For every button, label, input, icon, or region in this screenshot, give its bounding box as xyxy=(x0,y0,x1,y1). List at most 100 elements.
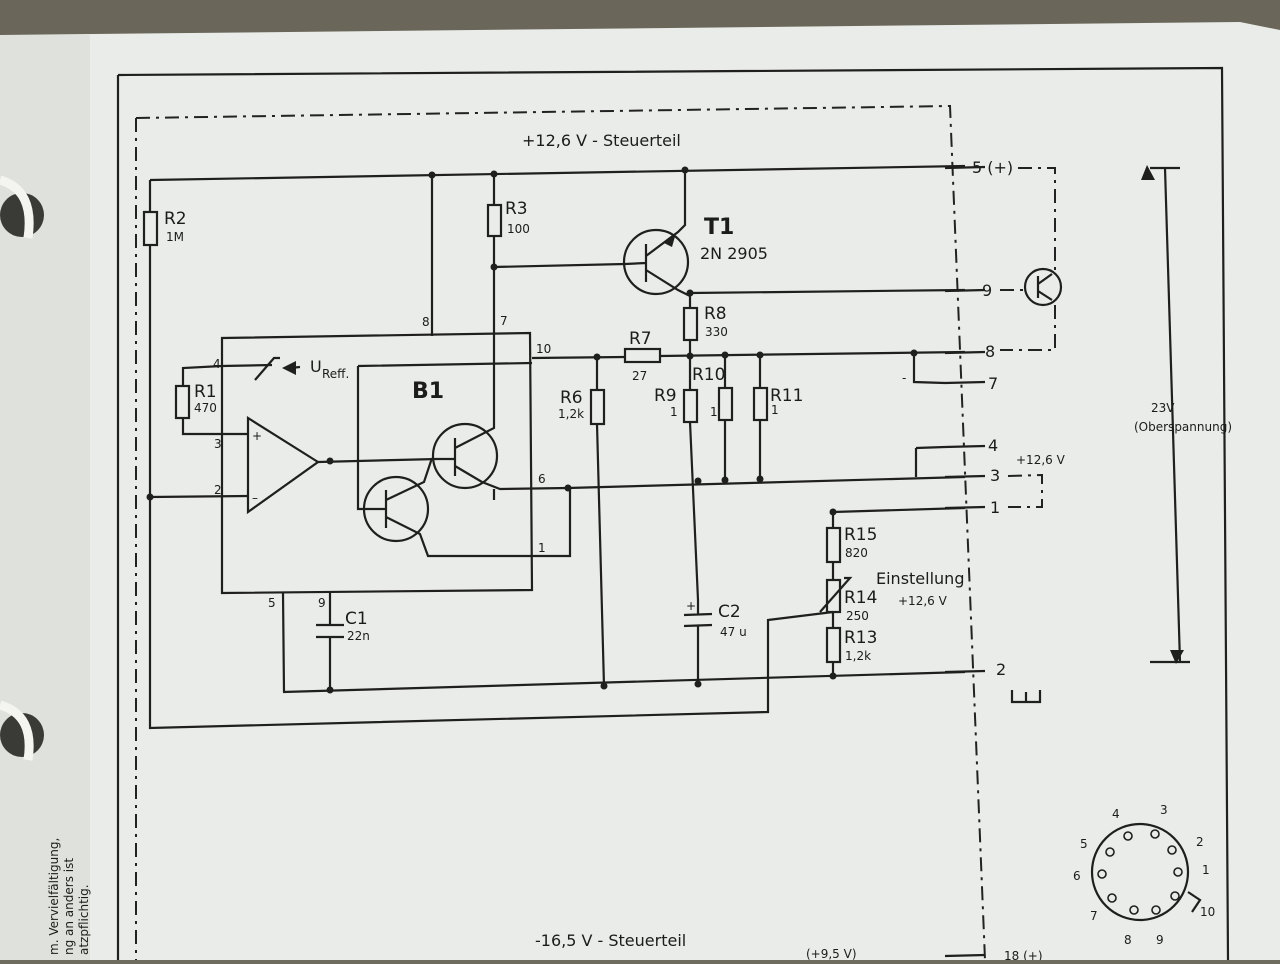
supply-top-label: +12,6 V - Steuerteil xyxy=(522,131,681,150)
resistor-R7 xyxy=(623,347,662,364)
resistor-R9 xyxy=(682,388,699,424)
resistor-R3 xyxy=(486,203,503,238)
side-note: m. Vervielfältigung, ng an anders ist at… xyxy=(47,838,91,955)
value-R10: 1 xyxy=(710,405,718,419)
value-R2: 1M xyxy=(166,230,184,244)
span-label: (Oberspannung) xyxy=(1134,420,1232,434)
label-R10: R10 xyxy=(692,365,725,385)
conn-pin-8: 8 xyxy=(985,342,995,361)
socket-pin-3: 3 xyxy=(1160,803,1168,817)
adjust-title: Einstellung xyxy=(876,569,964,588)
value-T1: 2N 2905 xyxy=(700,244,768,263)
resistor-R15 xyxy=(825,526,842,564)
module-boundary xyxy=(135,104,986,961)
transistor-B1-a xyxy=(431,422,499,490)
label-R11: R11 xyxy=(770,386,803,406)
adjust-value: +12,6 V xyxy=(898,594,948,608)
label-R13: R13 xyxy=(844,628,877,648)
label-B1: B1 xyxy=(412,379,444,404)
value-R3: 100 xyxy=(507,222,530,236)
socket-pin-8: 8 xyxy=(1124,933,1132,947)
paper-sheet xyxy=(0,22,1280,960)
socket-pin-4: 4 xyxy=(1112,807,1120,821)
ic-pin-9: 9 xyxy=(318,596,326,610)
value-C2: 47 u xyxy=(720,625,747,639)
supply-bottom-label: -16,5 V - Steuerteil xyxy=(535,931,686,950)
socket-pin-2: 2 xyxy=(1196,835,1204,849)
external-transistor-icon xyxy=(1023,267,1063,307)
page-frame xyxy=(116,66,1230,961)
label-uref: U xyxy=(310,357,322,376)
v126-right: +12,6 V xyxy=(1016,453,1066,467)
conn-pin-1: 1 xyxy=(990,498,1000,517)
conn-pin-18: 18 (+) xyxy=(1004,949,1043,960)
value-R14: 250 xyxy=(846,609,869,623)
side-note-line-1: m. Vervielfältigung, xyxy=(47,838,61,955)
resistor-R10 xyxy=(717,386,734,422)
ic-pin-2: 2 xyxy=(214,483,222,497)
label-R9: R9 xyxy=(654,386,677,406)
label-R1: R1 xyxy=(194,382,217,402)
ic-pin-5: 5 xyxy=(268,596,276,610)
ic-pin-3: 3 xyxy=(214,437,222,451)
ic-pin-1: 1 xyxy=(538,541,546,555)
value-R1: 470 xyxy=(194,401,217,415)
socket-pin-6: 6 xyxy=(1073,869,1081,883)
label-R7: R7 xyxy=(629,329,652,349)
ic-pin-6: 6 xyxy=(538,472,546,486)
potentiometer-R14 xyxy=(825,578,842,614)
value-R8: 330 xyxy=(705,325,728,339)
conn-pin-3: 3 xyxy=(990,466,1000,485)
svg-text:+: + xyxy=(686,599,696,613)
capacitor-C2 xyxy=(683,600,713,686)
socket-pin-7: 7 xyxy=(1090,909,1098,923)
label-R14: R14 xyxy=(844,588,877,608)
resistor-R13 xyxy=(825,626,842,664)
svg-text:-: - xyxy=(902,371,906,385)
ic-pin-7: 7 xyxy=(500,314,508,328)
resistor-R2 xyxy=(142,210,159,247)
resistor-R11 xyxy=(752,386,769,422)
value-C1: 22n xyxy=(347,629,370,643)
label-T1: T1 xyxy=(704,215,734,240)
rail-plus xyxy=(149,164,966,182)
value-R7: 27 xyxy=(632,369,647,383)
svg-text:+: + xyxy=(252,429,262,443)
conn-pin-4: 4 xyxy=(988,436,998,455)
label-R8: R8 xyxy=(704,304,727,324)
value-R9: 1 xyxy=(670,405,678,419)
side-note-line-3: atzpflichtig. xyxy=(77,884,91,955)
value-R13: 1,2k xyxy=(845,649,871,663)
label-R15: R15 xyxy=(844,525,877,545)
supply-bottom-right: (+9,5 V) xyxy=(806,947,857,960)
label-R2: R2 xyxy=(164,209,187,229)
conn-pin-7: 7 xyxy=(988,374,998,393)
value-R11: 1 xyxy=(771,403,779,417)
socket-pin-10: 10 xyxy=(1200,905,1215,919)
label-R6: R6 xyxy=(560,388,583,408)
ic-pin-10: 10 xyxy=(536,342,551,356)
connector-socket-icon xyxy=(1090,822,1190,922)
label-R3: R3 xyxy=(505,199,528,219)
ic-pin-4: 4 xyxy=(213,357,221,371)
conn-pin-2: 2 xyxy=(996,660,1006,679)
svg-text:–: – xyxy=(252,491,258,505)
ic-pin-8: 8 xyxy=(422,315,430,329)
span-value: 23V xyxy=(1151,401,1175,415)
label-uref-sub: Reff. xyxy=(322,367,349,381)
socket-pin-5: 5 xyxy=(1080,837,1088,851)
resistor-R1 xyxy=(174,384,191,420)
capacitor-C1 xyxy=(316,623,344,639)
label-C1: C1 xyxy=(345,609,368,629)
conn-pin-9: 9 xyxy=(982,281,992,300)
transistor-T1 xyxy=(622,228,690,296)
label-C2: C2 xyxy=(718,602,741,622)
socket-pin-9: 9 xyxy=(1156,933,1164,947)
value-R15: 820 xyxy=(845,546,868,560)
resistor-R6 xyxy=(589,388,606,426)
value-R6: 1,2k xyxy=(558,407,584,421)
rail-ground xyxy=(282,670,966,694)
op-amp xyxy=(246,416,320,515)
